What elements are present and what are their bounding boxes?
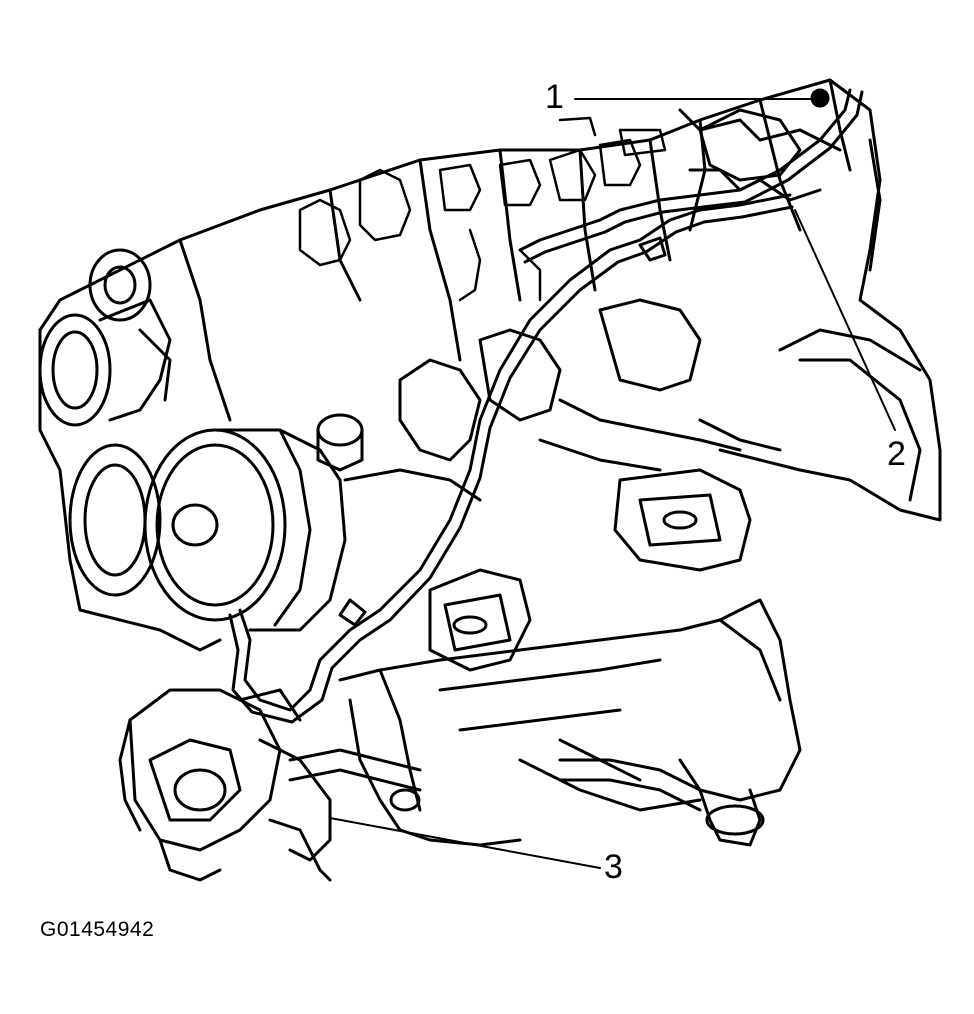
power-steering-pressure-hose <box>228 193 794 724</box>
crankshaft-pulley <box>38 248 172 427</box>
leader-line-2 <box>794 209 896 431</box>
power-steering-pump <box>68 413 482 632</box>
steering-gear <box>118 688 332 882</box>
callout-label-3: 3 <box>604 848 623 886</box>
fuel-injector-rail <box>298 116 667 302</box>
front-crossmember <box>338 598 802 847</box>
leader-lines <box>329 98 896 869</box>
figure-id-caption: G01454942 <box>40 918 155 941</box>
callout-label-1: 1 <box>545 78 564 116</box>
steering-rack <box>288 748 702 812</box>
leader-line-3 <box>329 817 601 869</box>
callout-label-2: 2 <box>887 435 906 473</box>
power-steering-return-hose <box>518 88 864 264</box>
engine-mount-bracket <box>428 468 752 672</box>
exhaust-manifold <box>398 298 742 472</box>
